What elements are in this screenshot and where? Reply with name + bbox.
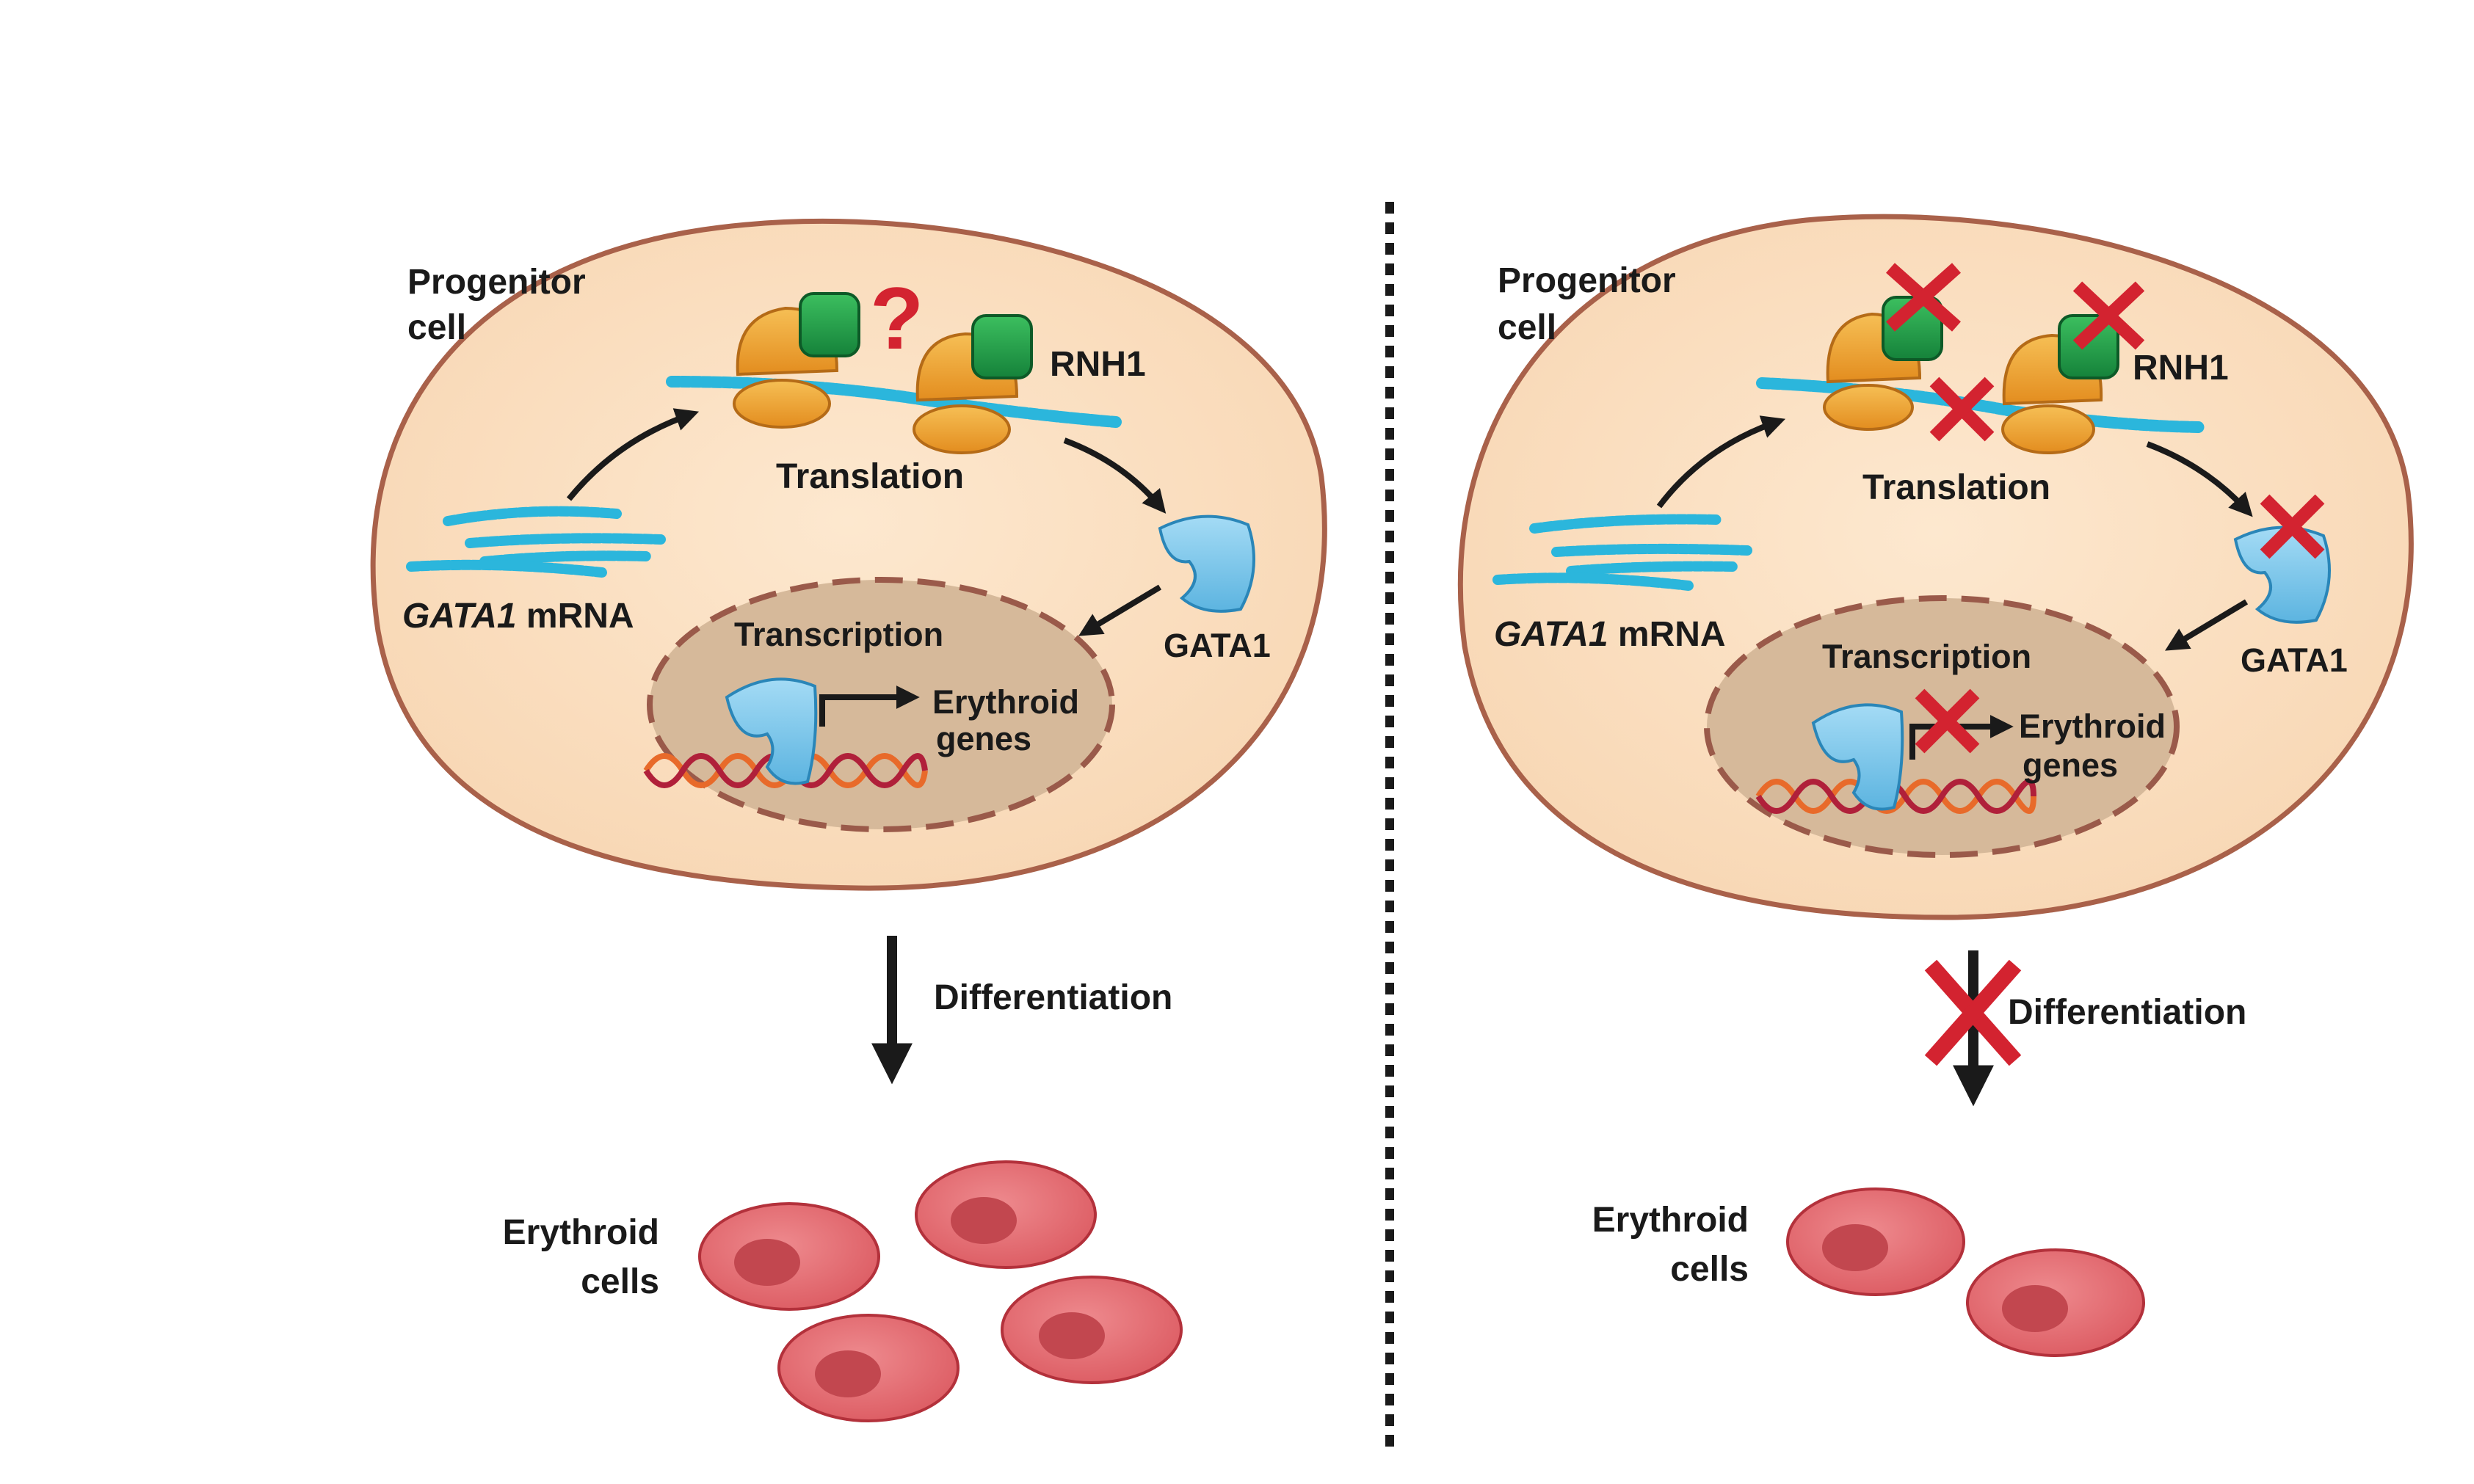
right-gata1-mrna-strands: [1492, 514, 1752, 591]
right-transcription-start-arrow: [1909, 715, 2014, 760]
left-arrow-gata1-to-nucleus: [1078, 584, 1162, 636]
left-progenitor-label-line1: Progenitor: [407, 263, 586, 302]
left-transcription-label: Transcription: [734, 616, 943, 653]
right-inhibition-x-gata1: [2260, 494, 2325, 559]
left-translation-label: Translation: [776, 457, 964, 496]
right-arrow-mrna-to-translation: [1656, 415, 1786, 509]
right-rnh1-label: RNH1: [2133, 349, 2229, 388]
left-erythrocyte-2: [915, 1160, 1097, 1269]
left-mrna-label: GATA1 mRNA: [402, 597, 634, 636]
left-differentiation-label: Differentiation: [934, 978, 1172, 1017]
left-progenitor-label-line2: cell: [407, 308, 466, 347]
right-transcription-label: Transcription: [1822, 638, 2031, 675]
right-gata1-bound: [1811, 703, 1904, 811]
left-question-mark: ?: [870, 269, 924, 368]
left-nucleus: [647, 577, 1115, 832]
right-inhibition-x-differentiation: [1924, 959, 2022, 1066]
left-erythroid-genes-line2: genes: [936, 720, 1031, 757]
left-gata1-mrna-strands: [406, 506, 666, 578]
left-rnh1-label: RNH1: [1050, 345, 1146, 384]
left-erythroid-cells-line1: Erythroid: [503, 1213, 659, 1252]
left-transcription-start-arrow: [819, 685, 920, 727]
right-progenitor-label-line1: Progenitor: [1498, 261, 1676, 300]
left-gata1-label: GATA1: [1164, 627, 1271, 664]
right-inhibition-x-rnh1-1: [1886, 263, 1961, 332]
right-arrow-translation-to-gata1: [2146, 441, 2253, 517]
left-erythrocyte-4: [1001, 1276, 1183, 1384]
left-erythrocyte-3: [777, 1314, 960, 1422]
left-gata1-protein: [1158, 514, 1255, 613]
right-erythroid-cells-line2: cells: [1670, 1250, 1749, 1289]
right-translating-mrna: [1756, 377, 2205, 433]
right-arrow-gata1-to-nucleus: [2165, 599, 2249, 651]
right-progenitor-label-line2: cell: [1498, 308, 1556, 347]
right-rnh1-2: [2058, 314, 2119, 379]
left-erythroid-cells-line2: cells: [581, 1262, 659, 1301]
right-dna: [1755, 779, 2036, 814]
left-erythroid-genes-line1: Erythroid: [932, 683, 1079, 721]
left-erythrocyte-1: [698, 1202, 880, 1311]
left-arrow-mrna-to-translation: [566, 408, 700, 501]
right-gata1-label: GATA1: [2241, 641, 2348, 679]
left-rnh1-2: [971, 314, 1033, 379]
right-inhibition-x-transcription: [1915, 688, 1980, 754]
left-arrow-translation-to-gata1: [1063, 437, 1167, 514]
right-erythroid-genes-line2: genes: [2023, 746, 2118, 784]
right-inhibition-x-rnh1-2: [2072, 281, 2145, 350]
right-differentiation-label: Differentiation: [2008, 993, 2246, 1032]
right-erythroid-genes-line1: Erythroid: [2019, 708, 2166, 745]
left-panel: ? RNH1 GATA1 Transcription Erythroid gen…: [370, 219, 1327, 1422]
right-erythroid-cells-line1: Erythroid: [1592, 1201, 1749, 1240]
right-mrna-label: GATA1 mRNA: [1494, 615, 1726, 654]
right-erythrocyte-2: [1966, 1248, 2145, 1357]
right-translation-label: Translation: [1862, 468, 2050, 507]
left-rnh1-1: [799, 292, 860, 357]
right-panel: RNH1 GATA1 Transcription Erythroid genes…: [1457, 214, 2414, 1357]
left-gata1-bound: [725, 677, 818, 785]
right-erythrocyte-1: [1786, 1187, 1965, 1296]
right-inhibition-x-translation: [1929, 377, 1995, 442]
